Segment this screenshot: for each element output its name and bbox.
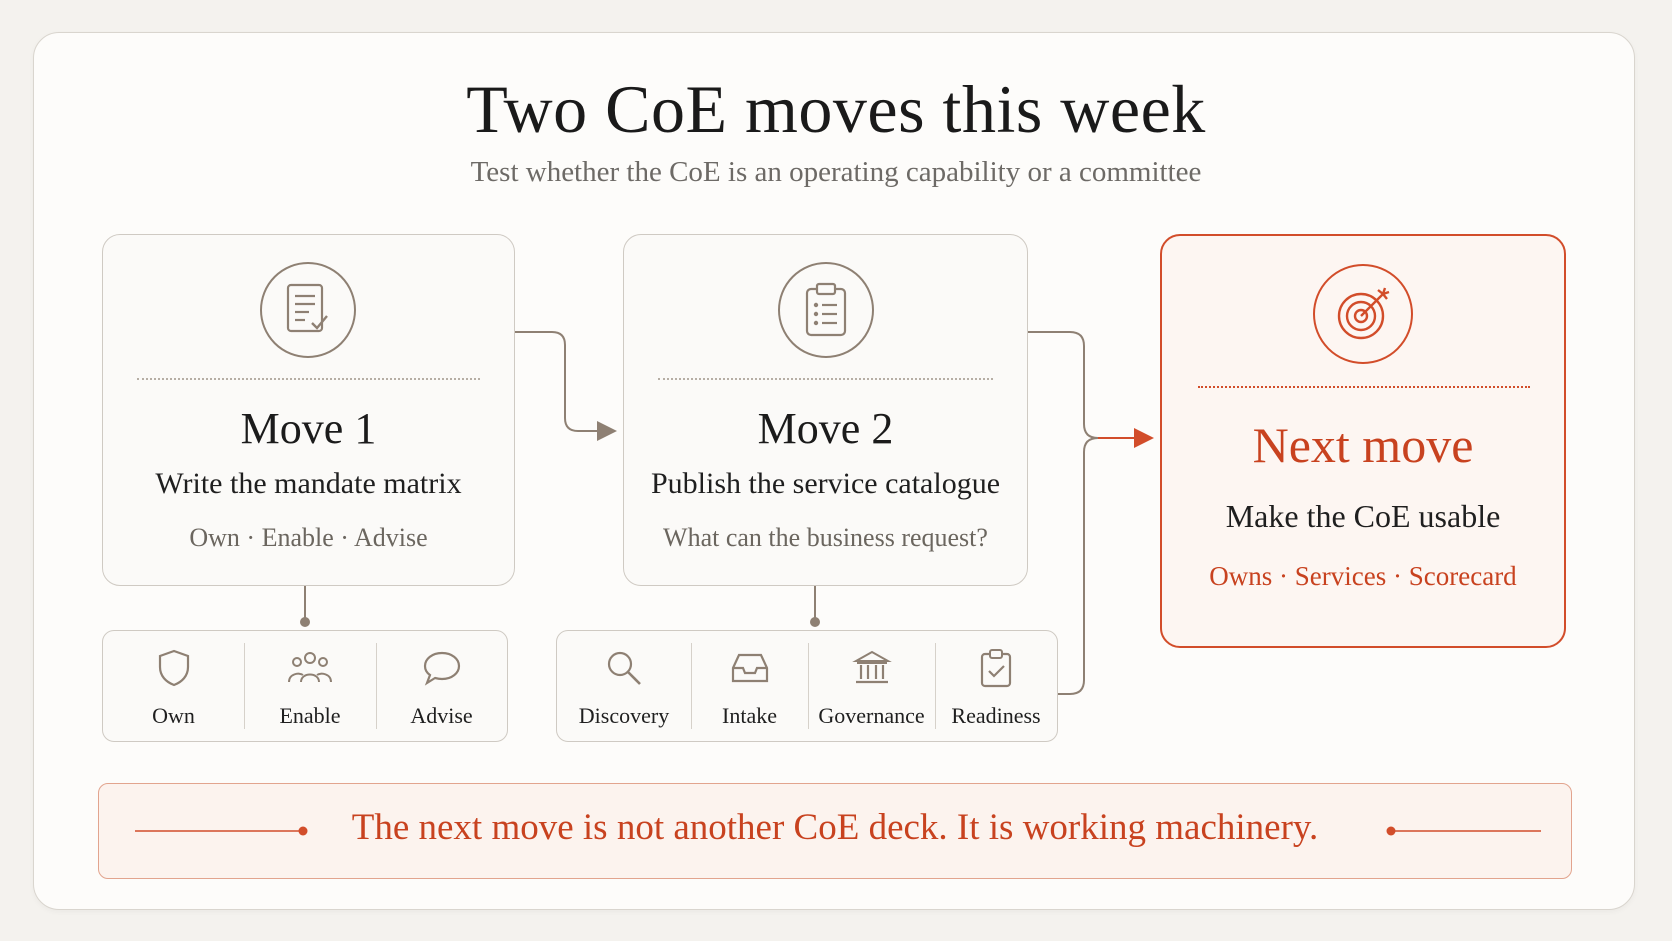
connector-strip2-next bbox=[1058, 437, 1099, 695]
inbox-icon bbox=[729, 647, 771, 689]
strip-item-advise: Advise bbox=[376, 631, 507, 741]
move1-title: Move 1 bbox=[240, 404, 377, 453]
strip-item-discovery: Discovery bbox=[557, 631, 691, 741]
page-title: Two CoE moves this week bbox=[466, 71, 1206, 147]
divider bbox=[658, 378, 993, 380]
strip-item-label: Discovery bbox=[578, 703, 670, 728]
page-subtitle: Test whether the CoE is an operating cap… bbox=[470, 156, 1202, 188]
move1-card: Move 1 Write the mandate matrix Own · En… bbox=[102, 234, 515, 586]
move2-title: Move 2 bbox=[757, 404, 894, 453]
divider bbox=[1198, 386, 1530, 388]
strip-item-readiness: Readiness bbox=[935, 631, 1057, 741]
target-icon bbox=[1313, 264, 1413, 364]
chat-bubble-icon bbox=[422, 647, 462, 689]
clipboard-list-icon bbox=[778, 262, 874, 358]
next-move-subtitle: Make the CoE usable bbox=[1225, 498, 1501, 534]
strip-item-label: Advise bbox=[410, 703, 473, 728]
strip-item-own: Own bbox=[103, 631, 244, 741]
strip-item-label: Readiness bbox=[951, 703, 1041, 728]
connector-move1-move2 bbox=[515, 331, 617, 441]
next-move-card: Next move Make the CoE usable Owns · Ser… bbox=[1160, 234, 1566, 648]
next-move-note: Owns · Services · Scorecard bbox=[1209, 561, 1517, 591]
strip-item-label: Governance bbox=[818, 703, 925, 728]
connector-move2-next bbox=[1028, 331, 1146, 439]
strip-item-label: Own bbox=[152, 703, 195, 728]
move1-items-strip: Own Enable Advise bbox=[102, 630, 508, 742]
move2-subtitle: Publish the service catalogue bbox=[650, 467, 1001, 500]
callout-banner: The next move is not another CoE deck. I… bbox=[98, 783, 1572, 879]
search-icon bbox=[604, 647, 644, 689]
divider bbox=[137, 378, 480, 380]
strip-item-intake: Intake bbox=[691, 631, 808, 741]
banner-rules bbox=[135, 826, 1541, 836]
strip-item-label: Enable bbox=[279, 703, 341, 728]
move1-note: Own · Enable · Advise bbox=[189, 523, 428, 552]
document-check-icon bbox=[260, 262, 356, 358]
move1-subtitle: Write the mandate matrix bbox=[155, 467, 462, 500]
move2-note: What can the business request? bbox=[663, 523, 988, 552]
clipboard-check-icon bbox=[978, 647, 1014, 689]
callout-text: The next move is not another CoE deck. I… bbox=[351, 807, 1319, 848]
move2-items-strip: Discovery Intake Governance bbox=[556, 630, 1058, 742]
strip-item-governance: Governance bbox=[808, 631, 935, 741]
move2-card: Move 2 Publish the service catalogue Wha… bbox=[623, 234, 1028, 586]
strip-item-enable: Enable bbox=[244, 631, 376, 741]
people-icon bbox=[285, 647, 335, 689]
strip-item-label: Intake bbox=[722, 703, 777, 728]
institution-icon bbox=[851, 647, 892, 689]
next-move-title: Next move bbox=[1252, 417, 1474, 473]
shield-icon bbox=[156, 647, 192, 689]
